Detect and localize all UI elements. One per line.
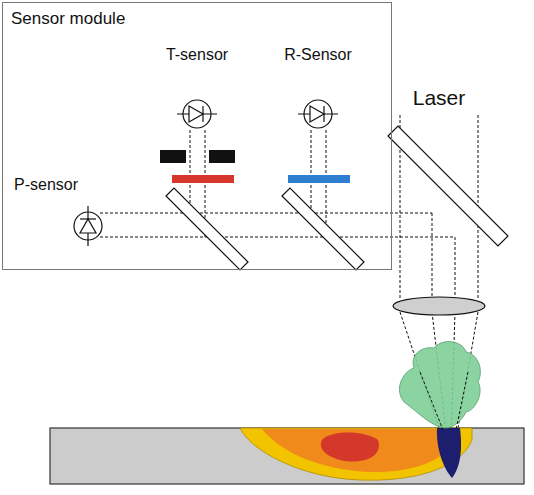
part-label: T-sensor — [166, 46, 228, 64]
part-label: P-sensor — [14, 176, 78, 194]
photodiode-symbol — [298, 100, 338, 128]
keyhole — [437, 428, 461, 478]
melt-pool — [262, 429, 456, 472]
focusing-lens — [393, 297, 485, 315]
part-label: R-Sensor — [284, 46, 352, 64]
plasma-plume — [399, 342, 480, 428]
part-label: Laser — [413, 86, 466, 110]
aperture-block — [160, 150, 186, 163]
workpiece — [50, 428, 524, 484]
weld-seam — [240, 428, 472, 480]
photodiode-symbol — [74, 206, 102, 246]
aperture-block — [209, 150, 235, 163]
red-filter — [172, 175, 234, 183]
beam-splitter — [166, 126, 508, 270]
beam-lines — [420, 372, 468, 430]
module-box: Sensor module — [2, 2, 392, 270]
blue-filter — [288, 175, 350, 183]
photodiode-symbol — [177, 100, 217, 128]
module-title: Sensor module — [11, 9, 125, 29]
hot-zone — [321, 433, 379, 462]
